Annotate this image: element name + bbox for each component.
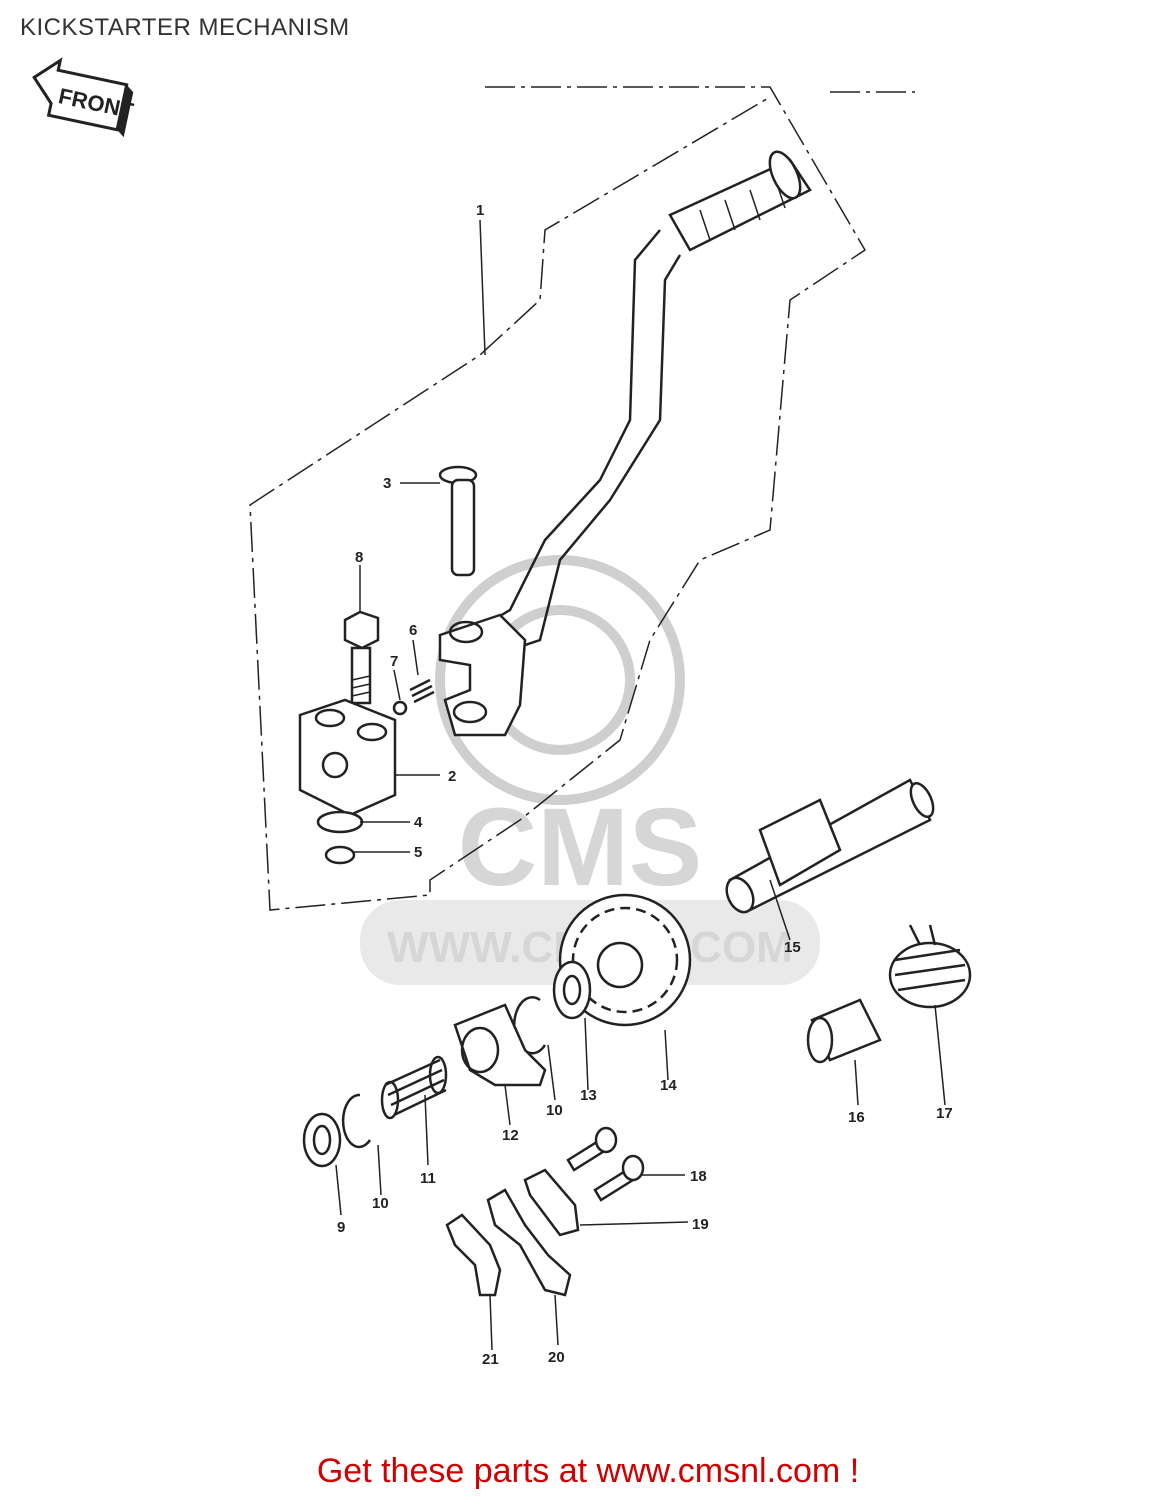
kick-gear [558, 893, 692, 1027]
assembly-outline [249, 86, 915, 911]
callout-16: 16 [848, 1109, 865, 1126]
callout-3: 3 [383, 475, 391, 492]
return-spring [888, 924, 972, 1009]
stopper-plate-20 [486, 1188, 572, 1297]
callout-15: 15 [784, 939, 801, 956]
callout-19: 19 [692, 1216, 709, 1233]
watermark-logo: CMS WWW.CMSNL.COM [360, 555, 820, 985]
nut [324, 845, 356, 865]
ratchet [453, 1003, 547, 1087]
detent-spring [409, 678, 435, 704]
clamp-bolt [343, 610, 380, 705]
pivot-pin [438, 465, 478, 577]
watermark-brand: CMS [458, 786, 702, 909]
circlip-lower [341, 1093, 372, 1149]
callout-13: 13 [580, 1087, 597, 1104]
footer-link-text[interactable]: Get these parts at www.cmsnl.com ! [316, 1452, 860, 1490]
lever-clamp [298, 698, 397, 817]
callout-12: 12 [502, 1127, 519, 1144]
callout-5: 5 [414, 844, 422, 861]
washer [316, 810, 364, 834]
detent-ball [392, 700, 408, 716]
callout-21: 21 [482, 1351, 499, 1368]
shaft-washer [302, 1112, 342, 1168]
callout-labels: 1 2 3 4 5 6 7 8 9 10 10 11 12 13 14 15 1… [337, 202, 953, 1368]
callout-10-lower: 10 [372, 1195, 389, 1212]
page-title: KICKSTARTER MECHANISM [20, 14, 350, 41]
gear-washer [552, 960, 592, 1020]
kick-shaft [725, 778, 935, 914]
callout-18: 18 [690, 1168, 707, 1185]
callout-9: 9 [337, 1219, 345, 1236]
callout-4: 4 [414, 814, 423, 831]
front-arrow-icon: FRONT [32, 57, 136, 138]
callout-6: 6 [409, 622, 417, 639]
plate-screws [566, 1126, 645, 1202]
callout-8: 8 [355, 549, 363, 566]
callout-20: 20 [548, 1349, 565, 1366]
callout-7: 7 [390, 653, 398, 670]
callout-14: 14 [660, 1077, 677, 1094]
bushing [806, 998, 882, 1064]
callout-17: 17 [936, 1105, 953, 1122]
callout-1: 1 [476, 202, 484, 219]
callout-10-upper: 10 [546, 1102, 563, 1119]
ratchet-spring [380, 1055, 448, 1120]
stopper-plate-19 [523, 1168, 580, 1237]
callout-11: 11 [420, 1170, 436, 1187]
stopper-plate-21 [445, 1213, 502, 1297]
callout-2: 2 [448, 768, 456, 785]
kick-lever [438, 150, 812, 737]
leader-lines [335, 219, 946, 1351]
